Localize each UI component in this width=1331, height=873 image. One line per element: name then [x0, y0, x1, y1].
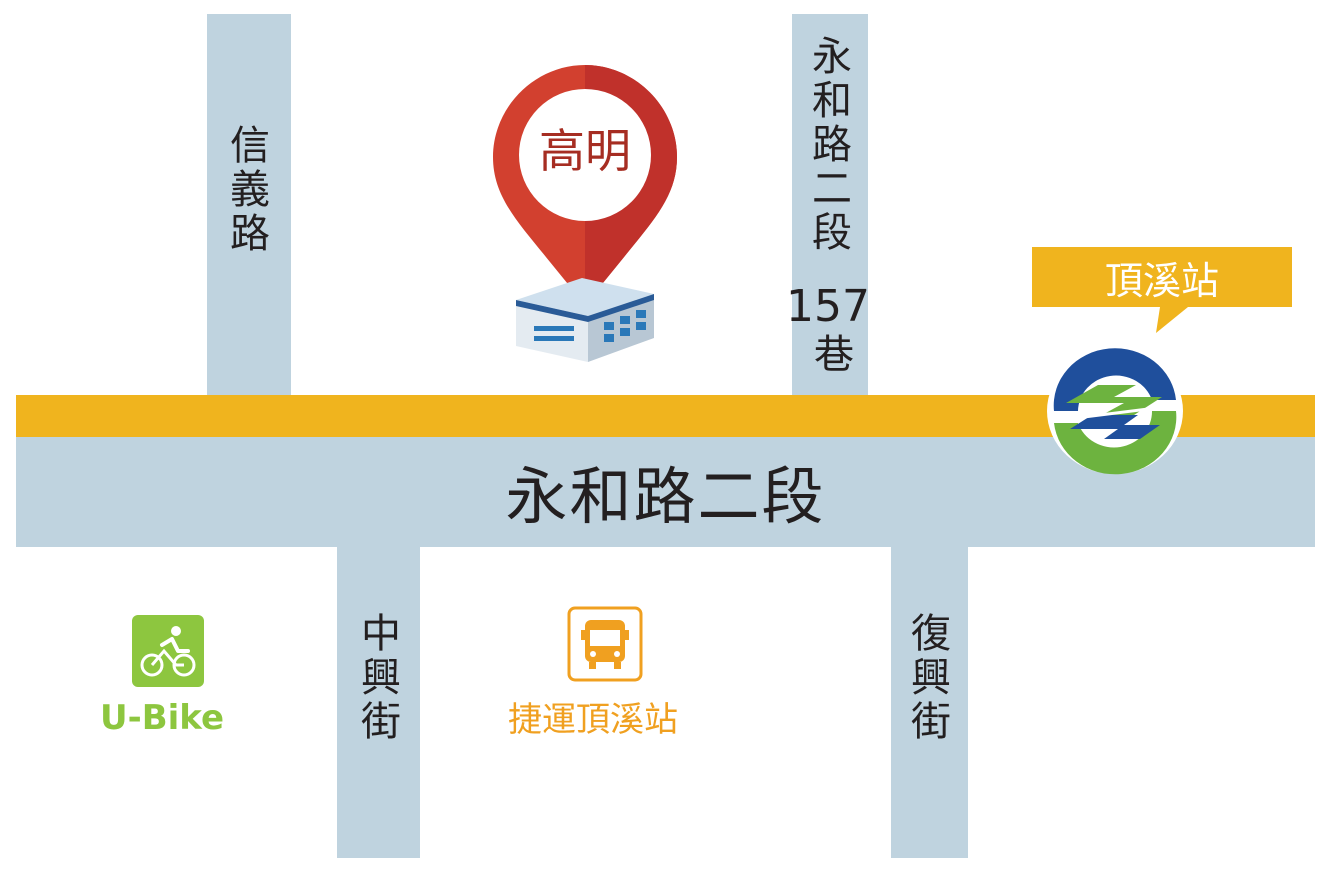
metro-station-label: 頂溪站 — [1104, 258, 1219, 303]
main-road-label: 永和路二段 — [505, 460, 826, 533]
bus-stop-label: 捷運頂溪站 — [508, 700, 678, 740]
lane-number-label: 157 — [786, 281, 870, 332]
callout-bubble — [1032, 247, 1292, 333]
xinyi-road — [207, 14, 291, 395]
destination-label: 高明 — [539, 124, 631, 178]
lane-road-label: 永和路二段 — [805, 35, 851, 255]
zhongxing-street-label: 中興街 — [354, 612, 400, 744]
office-building-icon — [516, 278, 654, 362]
taipei-metro-logo-icon[interactable] — [1044, 345, 1186, 477]
fuxing-street-label: 復興街 — [904, 612, 950, 744]
fuxing-street — [891, 547, 968, 858]
xinyi-road-label: 信義路 — [223, 124, 269, 256]
location-pin-icon[interactable] — [490, 62, 680, 307]
bus-icon[interactable] — [567, 606, 643, 682]
lane-suffix-label: 巷 — [807, 333, 853, 377]
zhongxing-street — [337, 547, 420, 858]
bicycle-icon[interactable] — [132, 615, 204, 687]
lane-157-road — [792, 14, 868, 395]
ubike-label: U-Bike — [100, 698, 225, 738]
